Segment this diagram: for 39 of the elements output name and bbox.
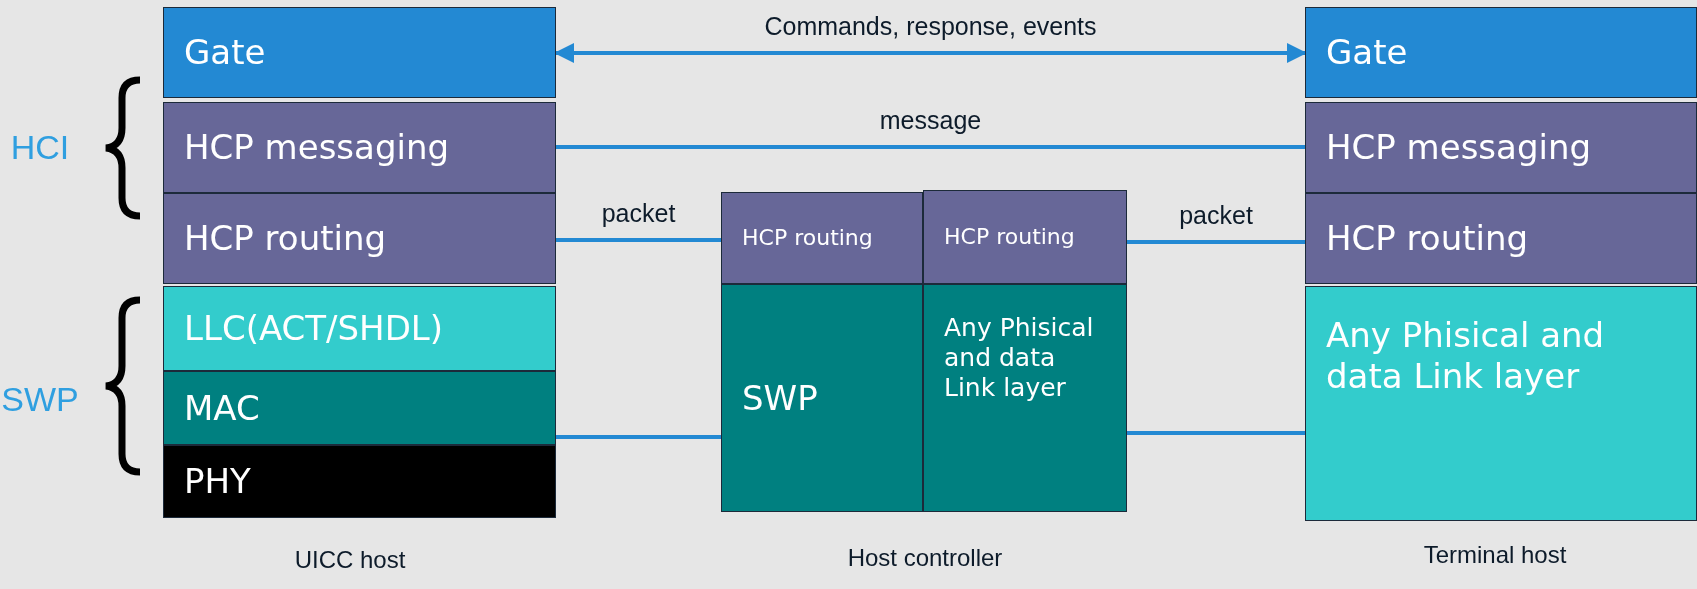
hci-bracket-label: HCI <box>10 127 70 167</box>
layer-name: MAC <box>184 387 260 429</box>
layer-box <box>1305 102 1697 193</box>
layer-name: PHY <box>184 461 251 502</box>
connector-line <box>556 435 721 439</box>
layer-box <box>1305 193 1697 284</box>
layer-name: HCP messaging <box>184 127 450 168</box>
layer-box <box>163 445 556 518</box>
layer-name: Any Phisical and data Link layer <box>1326 315 1606 397</box>
layer-name: HCP routing <box>742 224 873 252</box>
layer-box <box>163 193 556 284</box>
layer-box <box>163 371 556 445</box>
layer-name: SWP <box>742 377 818 419</box>
stack-caption: Host controller <box>847 543 1003 572</box>
layer-box <box>923 190 1127 284</box>
swp-bracket-label: SWP <box>1 379 79 419</box>
layer-box <box>163 286 556 371</box>
layer-box <box>721 284 923 512</box>
layer-name: HCP routing <box>944 223 1075 251</box>
layer-name: LLC(ACT/SHDL) <box>184 308 444 349</box>
layer-name: HCP routing <box>184 218 387 259</box>
layer-name: Gate <box>184 32 266 73</box>
layer-box <box>163 7 556 98</box>
layer-box <box>163 102 556 193</box>
layer-box <box>923 284 1127 512</box>
connector-line <box>1127 431 1305 435</box>
connector-line <box>556 238 721 242</box>
connector-line <box>1127 240 1305 244</box>
arrow <box>554 43 1307 63</box>
layer-box <box>1305 286 1697 521</box>
layer-box <box>1305 7 1697 98</box>
stack-caption: UICC host <box>294 545 406 574</box>
layer-name: HCP messaging <box>1326 127 1592 168</box>
layer-box <box>721 192 923 284</box>
layer-name: HCP routing <box>1326 218 1529 259</box>
layer-name: Any Phisical and data Link layer <box>944 313 1095 403</box>
layer-name: Gate <box>1326 32 1408 73</box>
stack-caption: Terminal host <box>1423 540 1567 569</box>
connector-line <box>556 145 1305 149</box>
